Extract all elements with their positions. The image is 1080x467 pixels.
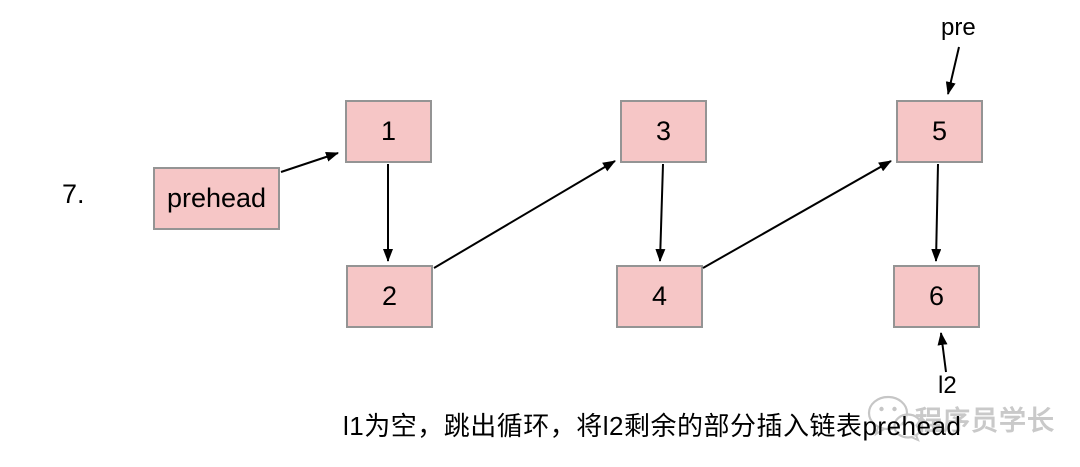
pointer-label-l2: l2	[938, 372, 957, 399]
step-number: 7.	[62, 179, 85, 209]
edge-5-6	[931, 163, 942, 262]
watermark-text: 程序员学长	[915, 405, 1055, 436]
edge-pre-5	[945, 46, 960, 95]
node-2: 2	[346, 265, 433, 328]
node-5: 5	[896, 100, 983, 163]
node-1: 1	[345, 100, 432, 163]
edge-2-3	[433, 160, 616, 269]
wechat-icon	[867, 395, 923, 442]
watermark: 程序员学长	[866, 394, 1055, 442]
node-prehead: prehead	[153, 167, 280, 230]
node-4: 4	[616, 265, 703, 328]
node-3: 3	[620, 100, 707, 163]
edge-3-4	[655, 163, 666, 262]
edge-4-5	[702, 160, 892, 269]
edge-l2-6	[937, 332, 948, 373]
node-6: 6	[893, 265, 980, 328]
pointer-label-pre: pre	[941, 14, 976, 41]
caption-text: l1为空，跳出循环，将l2剩余的部分插入链表prehead	[343, 411, 962, 441]
edge-prehead-1	[280, 152, 339, 173]
